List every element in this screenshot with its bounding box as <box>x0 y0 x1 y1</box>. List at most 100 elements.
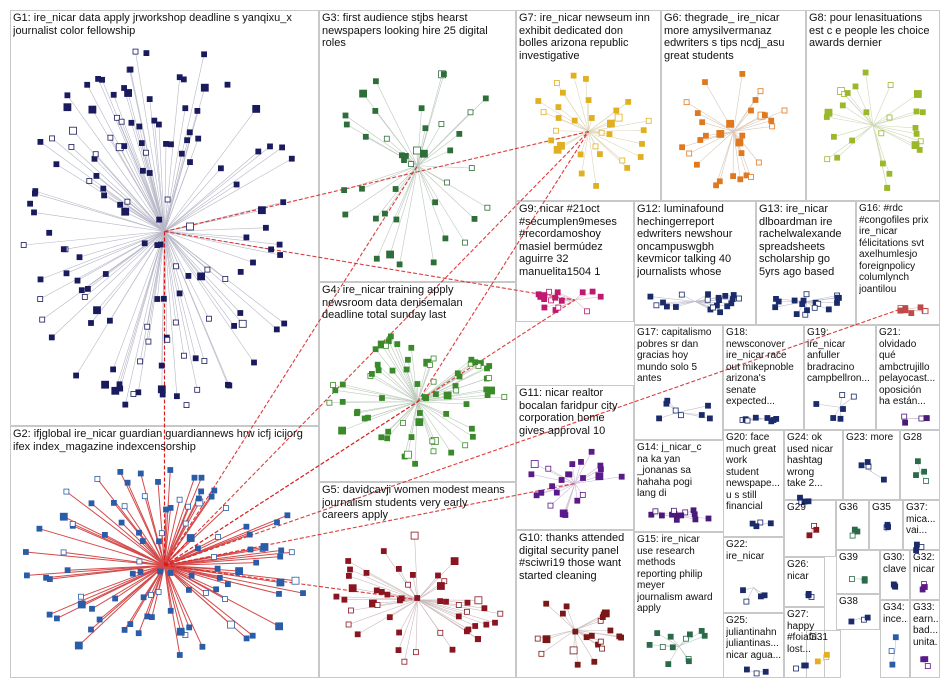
edge-g7 <box>581 131 589 174</box>
node-g1 <box>37 138 44 145</box>
edge-g3 <box>376 165 418 259</box>
node-g5 <box>437 629 444 636</box>
node-g2 <box>111 499 117 506</box>
node-g10 <box>563 603 570 610</box>
edge-g1 <box>123 87 165 232</box>
edge-g1 <box>164 146 271 232</box>
node-g4 <box>453 387 460 394</box>
node-g10 <box>588 633 595 639</box>
edge-g1 <box>33 212 165 232</box>
edge-g8 <box>842 105 874 126</box>
node-g34 <box>889 661 896 668</box>
node-g3 <box>341 187 348 194</box>
node-g1 <box>205 315 212 322</box>
panel-g17 <box>634 325 723 440</box>
node-g1 <box>164 336 171 343</box>
node-g37 <box>913 547 919 554</box>
group-label-g8: G8: pour lenasituations est c e people l… <box>809 12 930 49</box>
edge-g2 <box>164 565 254 637</box>
edge-g4 <box>407 401 418 455</box>
edge-g2 <box>139 561 165 566</box>
node-g7 <box>614 113 623 122</box>
node-g2 <box>47 576 53 582</box>
group-label-g32: G32: nicar <box>913 552 935 575</box>
node-g2 <box>46 611 53 618</box>
node-g3 <box>381 210 388 217</box>
node-g7 <box>585 97 592 103</box>
edge-g1 <box>164 199 168 232</box>
edge-g1 <box>71 146 165 232</box>
node-g6 <box>748 107 754 114</box>
node-g13 <box>834 299 840 306</box>
edge-g1 <box>131 122 165 232</box>
node-g6 <box>738 150 745 157</box>
edge-g11 <box>574 468 602 484</box>
edge-g4 <box>381 344 418 402</box>
node-g13 <box>791 297 798 304</box>
node-g6 <box>739 132 746 139</box>
node-g11 <box>595 472 604 481</box>
panel-g20 <box>723 430 784 537</box>
edge-g1 <box>67 95 165 232</box>
node-g1 <box>250 259 256 266</box>
node-g2 <box>63 488 70 495</box>
node-g7 <box>555 115 562 121</box>
edge-g8 <box>855 86 874 126</box>
node-g1 <box>257 206 266 215</box>
node-g1 <box>255 148 262 155</box>
node-g1 <box>186 222 195 231</box>
edge-g6 <box>719 131 734 182</box>
node-g10 <box>574 661 581 668</box>
node-g2 <box>54 615 60 622</box>
node-g7 <box>548 137 555 144</box>
node-g10 <box>538 650 545 657</box>
group-label-g4: G4: ire_nicar training apply newsroom da… <box>322 284 463 321</box>
group-label-g22: G22: ire_nicar <box>726 539 765 562</box>
node-g1 <box>63 103 72 112</box>
node-g14 <box>673 516 680 523</box>
node-g3 <box>412 146 421 155</box>
group-label-g18: G18: newsconover ire_nicar race out mike… <box>726 327 794 407</box>
node-g4 <box>501 394 508 400</box>
node-g1 <box>20 242 27 248</box>
node-g2 <box>135 630 142 637</box>
node-g1 <box>182 105 189 112</box>
node-g8 <box>834 154 841 161</box>
node-g15 <box>667 633 674 640</box>
node-g12 <box>717 309 723 316</box>
node-g5 <box>474 596 483 605</box>
node-g1 <box>138 140 145 147</box>
node-g7 <box>619 157 626 164</box>
node-g1 <box>95 76 101 82</box>
panel-g5 <box>319 482 516 678</box>
edge-g8 <box>833 124 874 138</box>
node-g15 <box>686 658 692 665</box>
node-g5 <box>373 587 380 594</box>
node-g33 <box>924 663 931 669</box>
node-g34 <box>892 634 899 641</box>
node-g2 <box>224 581 231 588</box>
edge-g6 <box>733 120 772 132</box>
edge-g1 <box>51 231 165 338</box>
node-g21 <box>918 415 925 422</box>
edge-g2 <box>91 565 165 610</box>
edge-g2 <box>164 565 186 636</box>
node-g6 <box>683 99 690 106</box>
node-g5 <box>401 658 408 665</box>
edge-g3 <box>417 165 434 263</box>
node-g1 <box>93 306 101 315</box>
node-g4 <box>408 344 415 351</box>
node-g11 <box>579 491 586 498</box>
node-g2 <box>94 475 101 482</box>
node-g4 <box>368 370 375 377</box>
node-g6 <box>762 112 768 119</box>
edge-g10 <box>545 603 576 631</box>
node-g7 <box>625 99 632 105</box>
edge-g5 <box>383 550 418 600</box>
node-g20 <box>749 520 756 527</box>
node-g12 <box>728 300 735 307</box>
node-g2 <box>167 570 174 576</box>
node-g4 <box>421 394 428 400</box>
edge-g1 <box>125 211 165 232</box>
node-g3 <box>372 78 379 85</box>
